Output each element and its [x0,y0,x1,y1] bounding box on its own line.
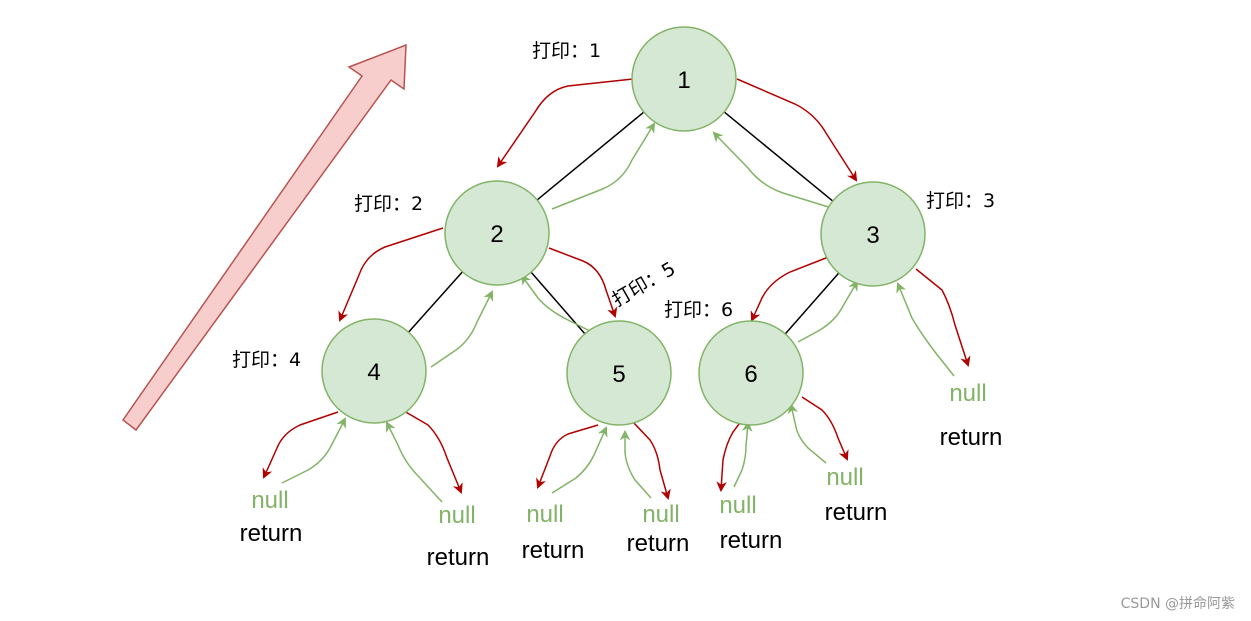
return-arrow-3-1 [712,131,849,214]
null-label: null [251,487,288,514]
return-arrow-6-3 [797,280,859,343]
watermark: CSDN @拼命阿紫 [1120,596,1235,612]
return-label: return [940,424,1003,451]
null-label: null [526,501,563,528]
return-arrow-R-4 [386,421,443,503]
descend-arrow-6-L [716,419,743,493]
descend-arrow-5-R [632,421,671,501]
node-value: 3 [866,222,879,249]
descend-arrow-2-4 [338,227,444,322]
null-leaves: nullreturnnullreturnnullreturnnullreturn… [240,380,1003,571]
descend-arrow-3-R [915,268,971,367]
return-arrow-2-1 [551,122,656,210]
node-circle [820,181,926,287]
return-label: return [627,530,690,557]
print-label-1: 打印：1 [532,40,601,62]
node-value: 6 [744,361,757,388]
node-circle [698,320,804,426]
print-label-2: 打印：2 [354,193,423,215]
return-label: return [427,544,490,571]
return-arrow-5-2 [520,274,599,336]
descend-arrow-5-L [536,424,599,489]
return-arrow-R-6 [787,402,827,464]
big-upward-arrow [121,43,407,432]
node-value: 5 [612,361,625,388]
edge-3-6 [784,272,840,335]
node-value: 1 [677,67,690,94]
tree-node-3: 3 [820,181,926,287]
descend-arrow-1-3 [736,78,858,182]
node-circle [631,26,737,132]
return-arrow-4-2 [430,290,493,368]
return-arrow-R-3 [896,282,955,377]
return-label: return [720,527,783,554]
edge-1-3 [723,111,834,202]
null-label: null [719,492,756,519]
return-arrow-L-6 [733,420,753,488]
leaf-6-right: null return [825,464,888,526]
null-label: null [438,502,475,529]
leaf-3-right: null return [940,380,1003,451]
descend-arrow-3-6 [750,255,832,322]
leaf-4-right: null return [427,502,490,571]
return-arrow-R-5 [619,429,652,499]
descend-arrow-4-L [262,411,339,479]
tree-node-1: 1 [631,26,737,132]
return-arrow-L-5 [551,426,608,494]
descend-arrow-6-R [801,396,849,461]
return-arrow-L-4 [281,417,346,484]
print-label-4: 打印：4 [232,349,301,371]
tree-node-5: 5 [566,320,672,426]
node-circle [444,180,550,286]
return-label: return [825,499,888,526]
node-circle [566,320,672,426]
tree-node-6: 6 [698,320,804,426]
descend-arrow-4-R [403,410,463,494]
tree-edges [408,111,840,335]
leaf-4-left: null return [240,487,303,547]
null-label: null [826,464,863,491]
tree-node-4: 4 [321,318,427,424]
descend-arrow-1-2 [496,78,634,168]
node-circle [321,318,427,424]
leaf-6-left: null return [719,492,782,554]
tree-node-2: 2 [444,180,550,286]
leaf-5-left: null return [522,501,585,564]
return-label: return [522,537,585,564]
edge-1-2 [536,111,645,201]
descend-arrow-2-5 [548,247,618,318]
null-label: null [949,380,986,407]
print-label-6: 打印：6 [664,299,733,321]
traversal-arrows [262,78,971,503]
node-value: 2 [490,221,503,248]
null-label: null [642,501,679,528]
node-value: 4 [367,359,380,386]
print-label-3: 打印：3 [926,190,995,212]
edge-2-4 [408,271,463,333]
return-label: return [240,520,303,547]
tree-nodes: 1 2 3 4 5 6 [321,26,926,426]
